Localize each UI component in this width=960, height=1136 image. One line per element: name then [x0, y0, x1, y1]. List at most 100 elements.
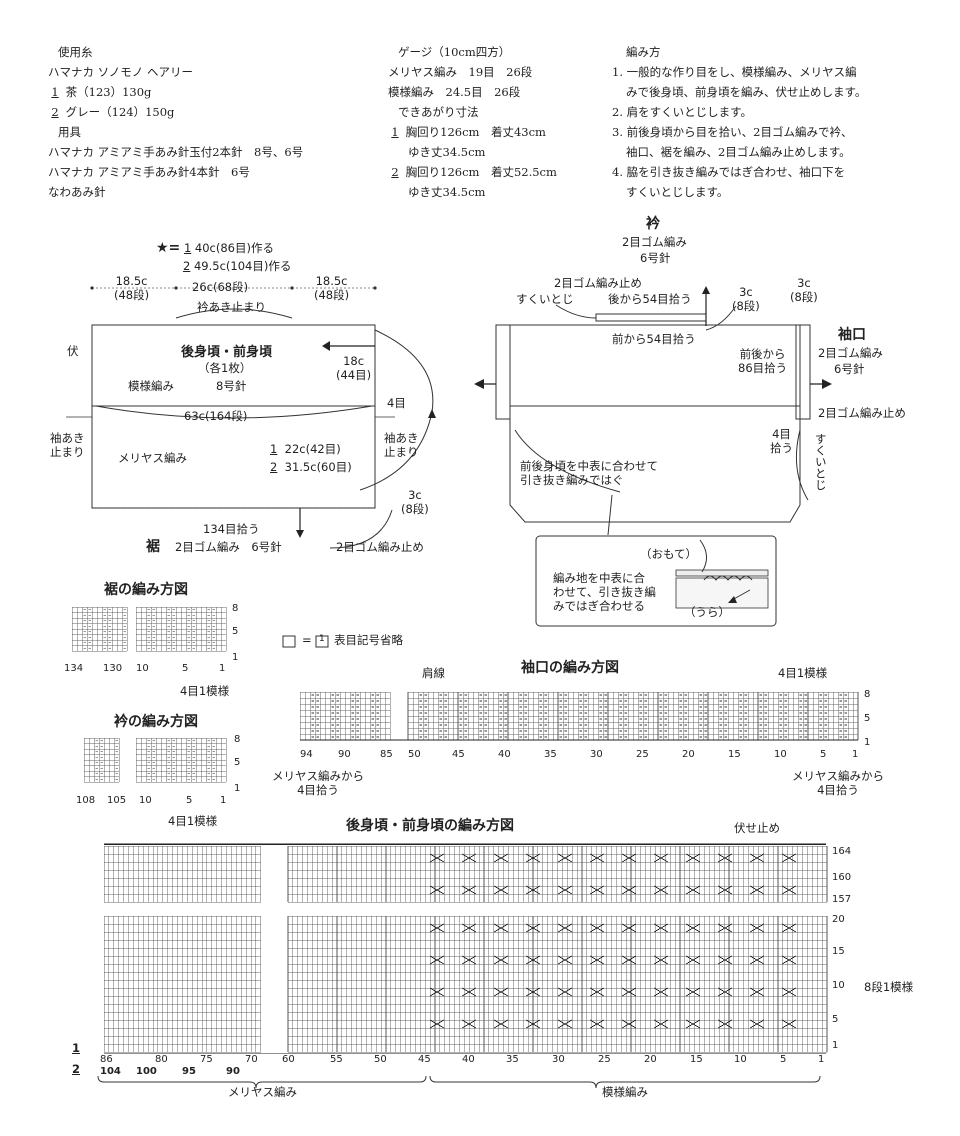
left-cuff — [495, 324, 511, 420]
rib-stop-label: 2目ゴム編み止め — [336, 540, 424, 554]
cuff-col-label: 20 — [682, 749, 695, 760]
gauge-block: ゲージ（10cm四方） メリヤス編み 19目 26段 模様編み 24.5目 26… — [388, 42, 557, 202]
main-col-label: 86 — [100, 1054, 113, 1065]
pattern-section-label: 模様編み — [602, 1085, 648, 1099]
main-col-label: 80 — [155, 1054, 168, 1065]
method-step-3a: 3. 前後身頃から目を拾い、2目ゴム編みで衿、 — [612, 125, 853, 139]
width-arc — [95, 405, 373, 419]
collar-row-8: 8 — [234, 734, 241, 745]
hem-rib-label: 2目ゴム編み 6号針 — [175, 540, 282, 554]
collar-label: 衿 — [646, 216, 660, 232]
arrow-head — [322, 341, 330, 351]
main-col-label: 70 — [245, 1054, 258, 1065]
method-step-4b: すくいとじします。 — [626, 185, 729, 199]
collar-col-10: 10 — [139, 795, 152, 806]
main-row-label: 160 — [832, 872, 852, 883]
left-width: 18.5c(48段) — [114, 274, 150, 302]
size-2a: 2 胸回り126cm 着丈52.5cm — [391, 165, 557, 179]
cuff-chart-grid — [300, 691, 859, 741]
front-54: 前から54目拾う — [612, 332, 696, 346]
inset-note-1: 編み地を中表に合 — [553, 571, 645, 585]
join-note-1: 前後身頃を中表に合わせて — [520, 459, 658, 473]
arrow-head — [822, 379, 832, 389]
collar-col-1: 1 — [220, 795, 227, 806]
cuff-col-label: 85 — [380, 749, 393, 760]
cuff-col-label: 25 — [636, 749, 649, 760]
main-chart-title: 後身頃・前身頃の編み方図 — [346, 818, 514, 834]
side-curve — [795, 429, 809, 501]
method-step-1b: みで後身頃、前身頃を編み、伏せ止めします。 — [626, 85, 867, 99]
main-col-label-size2: 100 — [136, 1066, 157, 1077]
height-label: 18c(44目) — [336, 354, 372, 382]
main-row-label: 157 — [832, 894, 852, 905]
tool-1: ハマナカ アミアミ手あみ針玉付2本針 8号、6号 — [48, 145, 304, 159]
hem-col-130: 130 — [103, 663, 123, 674]
main-repeat-label: 8段1模様 — [864, 980, 914, 994]
collar-needle: 6号針 — [640, 251, 671, 265]
cuff-repeat: 4目1模様 — [778, 666, 828, 680]
size-1a: 1 胸回り126cm 着丈43cm — [391, 125, 546, 139]
right-side-label: （おもて） — [640, 547, 698, 561]
main-col-label: 45 — [418, 1054, 431, 1065]
main-col-label: 10 — [734, 1054, 747, 1065]
main-row-label: 20 — [832, 914, 845, 925]
cuff-col-label: 30 — [590, 749, 603, 760]
pattern-label: 模様編み — [128, 379, 174, 393]
cuff-stop: 2目ゴム編み止め — [818, 406, 906, 420]
needle-label: 8号針 — [216, 379, 247, 393]
cuff-col-label: 90 — [338, 749, 351, 760]
cuff-chart-title: 袖口の編み方図 — [521, 660, 619, 676]
hem-label: 裾 — [146, 539, 160, 555]
main-row-label: 164 — [832, 846, 852, 857]
sukui-label: すくいとじ — [516, 292, 574, 306]
method-heading: 編み方 — [626, 45, 661, 59]
wrong-side-label: （うら） — [684, 605, 730, 619]
yarn-name: ハマナカ ソノモノ ヘアリー — [48, 65, 193, 79]
sleeve-stop-left: 袖あき止まり — [50, 431, 85, 459]
arrow-head — [728, 596, 737, 603]
arrow-head — [702, 286, 710, 294]
inset-fabric — [675, 577, 769, 609]
slip-stitch-chain — [703, 575, 753, 581]
hem-col-10: 10 — [136, 663, 149, 674]
main-col-label: 55 — [330, 1054, 343, 1065]
dim-dot — [174, 286, 178, 290]
hem-arrow-head — [296, 530, 304, 538]
dim-dot — [373, 286, 377, 290]
height-size-2: 2 31.5c(60目) — [270, 460, 352, 474]
method-step-3b: 袖口、裾を編み、2目ゴム編み止めします。 — [626, 145, 851, 159]
collar-col-105: 105 — [107, 795, 127, 806]
size-heading: できあがり寸法 — [398, 105, 479, 119]
dim-dot — [290, 286, 294, 290]
cuff-row-8: 8 — [864, 689, 871, 700]
section-brackets — [97, 1075, 821, 1089]
hem-row-1: 1 — [232, 652, 239, 663]
rib-height: 3c(8段) — [401, 488, 429, 516]
legend-empty-box — [282, 635, 296, 648]
collar-row-1: 1 — [234, 783, 241, 794]
main-col-label: 25 — [598, 1054, 611, 1065]
cuff-row-5: 5 — [864, 713, 871, 724]
hem-chart-title: 裾の編み方図 — [104, 582, 188, 598]
method-block: 編み方 1. 一般的な作り目をし、模様編み、メリヤス編 みで後身頃、前身頃を編み… — [612, 42, 866, 202]
main-row-label: 10 — [832, 980, 845, 991]
bindoff-label: 伏せ止め — [734, 821, 780, 835]
main-col-label-size2: 104 — [100, 1066, 121, 1077]
materials-block: 使用糸 ハマナカ ソノモノ ヘアリー 1 茶（123）130g 2 グレー（12… — [48, 42, 303, 202]
cuff-height: 3c(8段) — [790, 276, 818, 304]
yarn-arrow — [731, 589, 751, 601]
method-step-4a: 4. 脇を引き抜き編みではぎ合わせ、袖口下を — [612, 165, 846, 179]
neck-opening-arc — [175, 308, 293, 319]
size-2b: ゆき丈34.5cm — [408, 185, 486, 199]
cuff-row-1: 1 — [864, 737, 871, 748]
tools-heading: 用具 — [58, 125, 81, 139]
main-col-label: 20 — [644, 1054, 657, 1065]
hem-col-1: 1 — [219, 663, 226, 674]
main-col-label: 1 — [818, 1054, 825, 1065]
inset-fabric-top — [675, 569, 769, 577]
four-label: 4目 — [387, 396, 406, 410]
collar-height: 3c(8段) — [732, 285, 760, 313]
neck-stop-label: 衿あき止まり — [197, 300, 266, 314]
cuff-label: 袖口 — [838, 327, 866, 343]
